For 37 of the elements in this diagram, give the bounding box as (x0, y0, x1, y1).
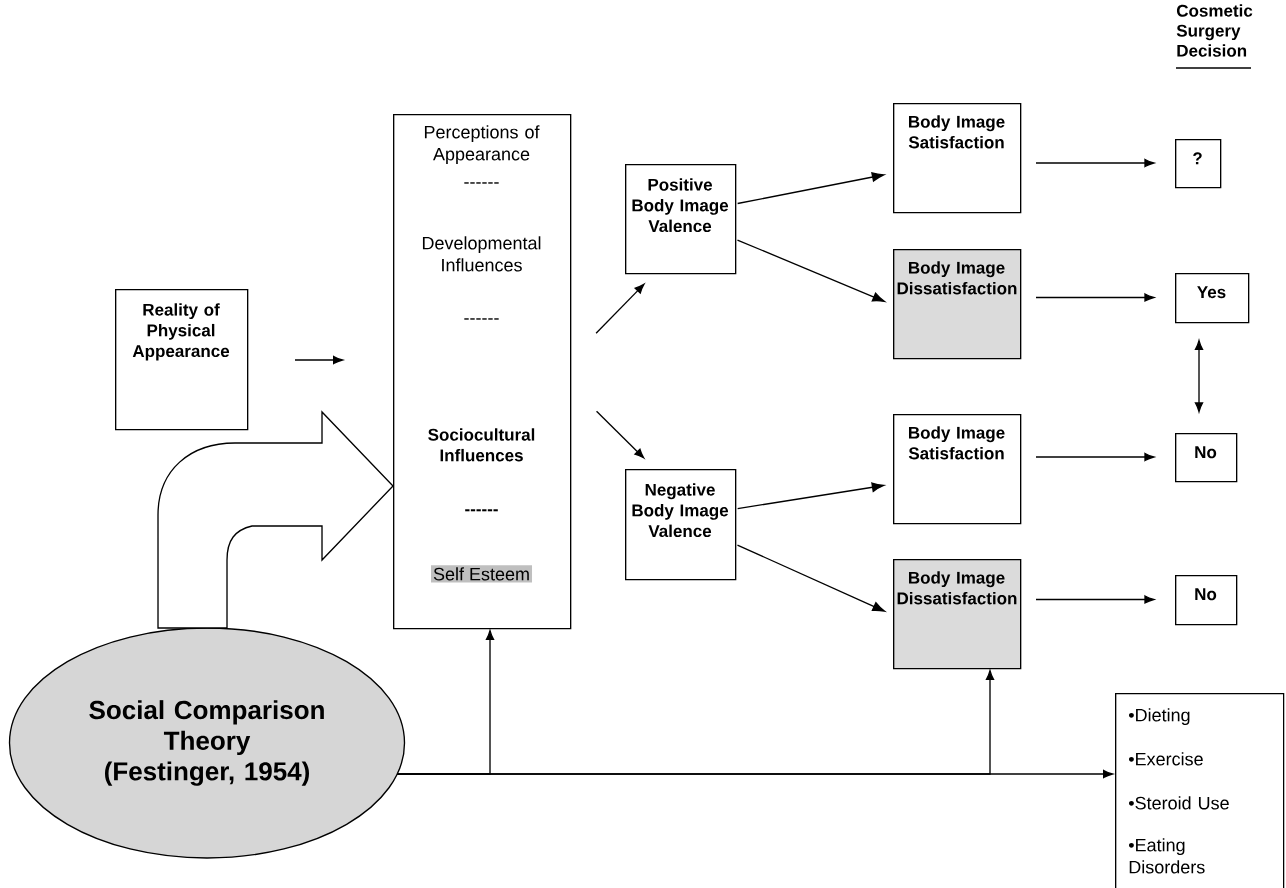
factor-text: ------ (464, 182, 499, 184)
process-box: Body Image Dissatisfaction (893, 249, 1022, 360)
column-heading: Cosmetic Surgery Decision (1175, 4, 1253, 69)
highlighted-text: Self Esteem (431, 565, 532, 583)
arrow (736, 482, 885, 510)
factor-text: Sociocultural Influences (428, 428, 535, 462)
process-box: Positive Body Image Valence (625, 164, 737, 275)
process-box: Negative Body Image Valence (625, 469, 737, 581)
arrow (736, 172, 885, 205)
arrow (736, 544, 885, 612)
list-item: •Steroid Use (1129, 796, 1229, 810)
arrow (396, 769, 1113, 779)
arrow (595, 410, 645, 459)
arrow (294, 355, 343, 365)
list-item: •Eating Disorders (1129, 838, 1205, 874)
factor-text: ------ (464, 318, 499, 320)
list-item: •Exercise (1129, 752, 1203, 766)
factor-text: Perceptions of Appearance (424, 125, 540, 165)
arrow (595, 283, 645, 334)
outcome-box: No (1175, 433, 1238, 483)
process-box: Reality of Physical Appearance (115, 289, 249, 431)
factor-text: Developmental Influences (422, 236, 541, 272)
factor-text: ------ (465, 509, 498, 512)
arrow (1194, 340, 1204, 413)
process-box: Body Image Satisfaction (893, 414, 1022, 525)
process-box: Body Image Satisfaction (893, 103, 1022, 214)
outcome-box: No (1175, 575, 1238, 626)
outcome-box: ? (1175, 139, 1222, 189)
block-arrow (157, 411, 394, 629)
list-item: •Dieting (1129, 708, 1190, 726)
arrow (1035, 293, 1155, 302)
arrow (1035, 452, 1155, 462)
outcome-box: Yes (1175, 273, 1250, 324)
arrow (1035, 158, 1155, 168)
arrow (736, 239, 885, 302)
process-box: Body Image Dissatisfaction (893, 559, 1022, 670)
arrow (1035, 595, 1155, 604)
